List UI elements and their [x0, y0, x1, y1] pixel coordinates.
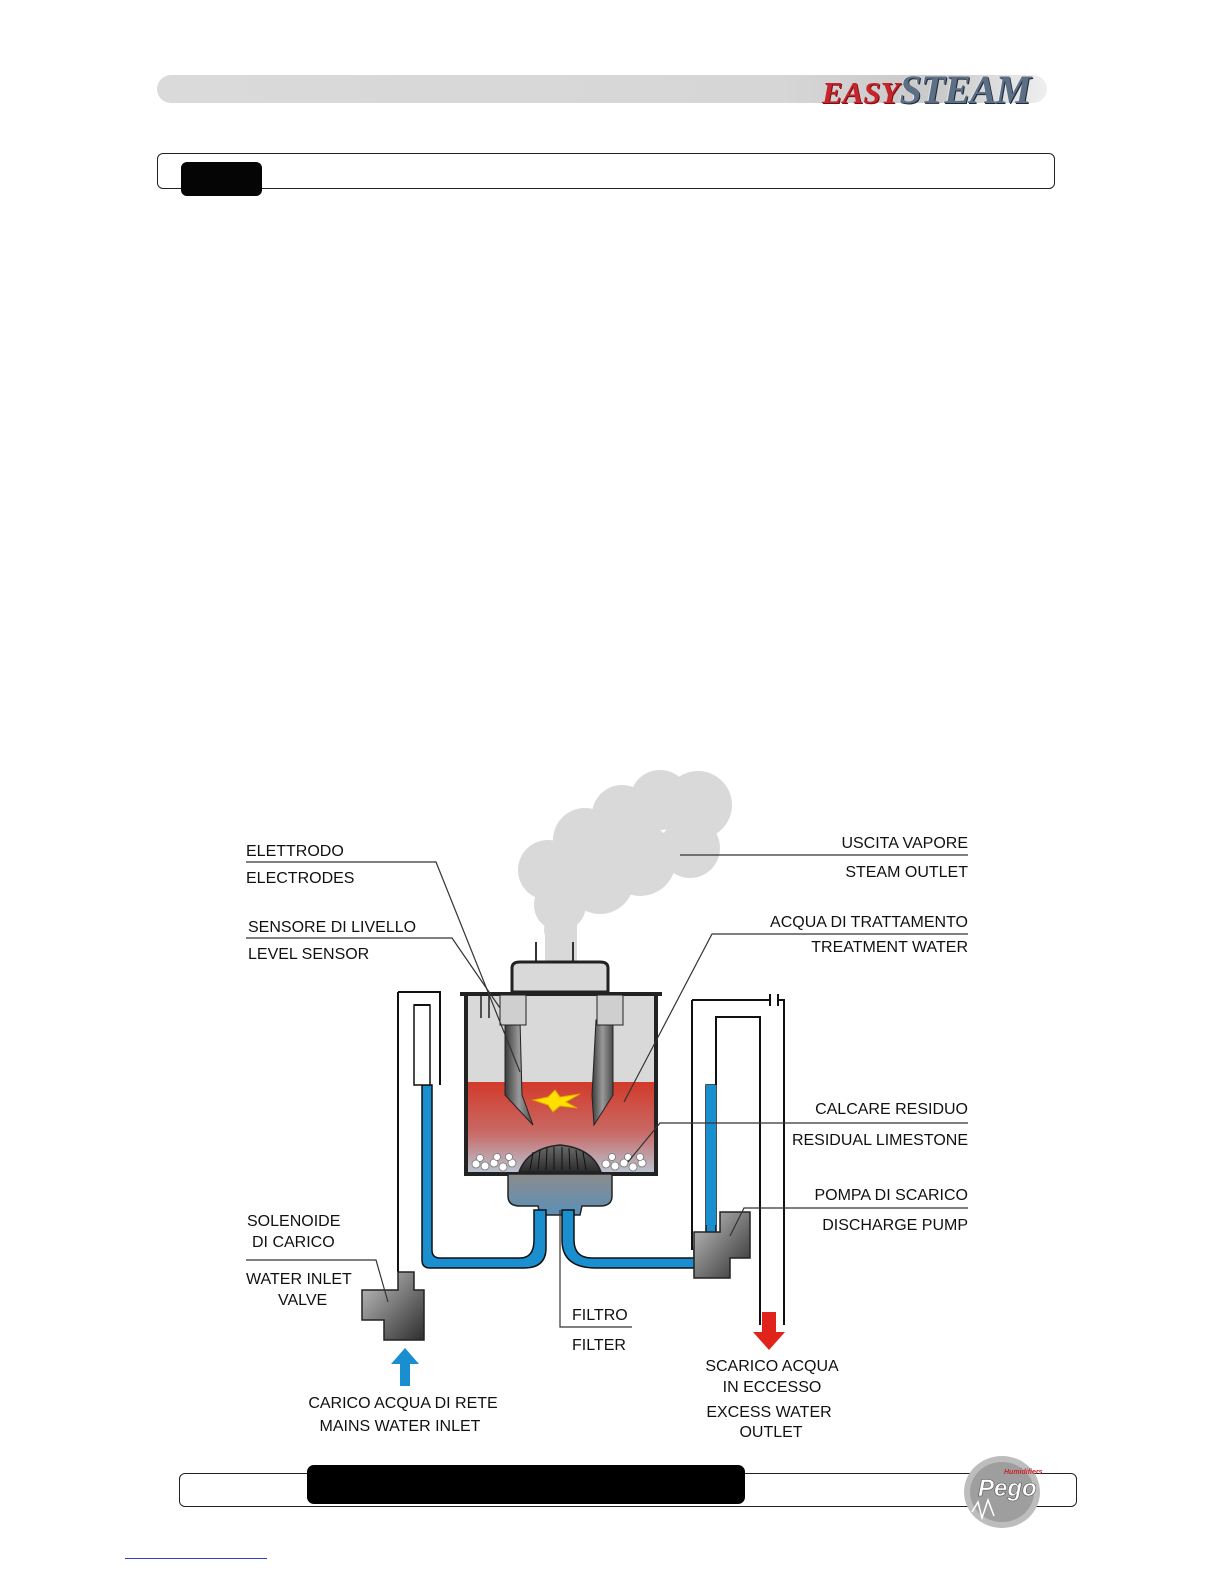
label-pump-it: POMPA DI SCARICO — [814, 1187, 968, 1204]
discharge-pump — [693, 1211, 751, 1279]
label-excess-outlet-en-2: OUTLET — [739, 1424, 802, 1441]
label-pump-en: DISCHARGE PUMP — [822, 1217, 968, 1234]
label-excess-outlet-it-1: SCARICO ACQUA — [705, 1358, 839, 1375]
footer-link-underline — [125, 1558, 267, 1559]
label-excess-outlet-it-2: IN ECCESSO — [723, 1379, 822, 1396]
brand-easy: EASY — [822, 75, 900, 110]
label-filter-it: FILTRO — [572, 1307, 628, 1324]
level-sensor — [480, 996, 490, 1018]
label-level-sensor-en: LEVEL SENSOR — [248, 946, 369, 963]
boiler-cap — [510, 960, 610, 994]
drain-housing — [507, 1173, 613, 1216]
residual-limestone — [471, 1153, 647, 1172]
label-solenoid-it-2: DI CARICO — [252, 1234, 335, 1251]
label-electrode-it: ELETTRODO — [246, 843, 344, 860]
easysteam-logo: EASYSTEAM — [822, 66, 1031, 112]
electrodes — [499, 994, 624, 1127]
label-treatment-water-it: ACQUA DI TRATTAMENTO — [770, 914, 968, 931]
electric-spark-icon — [531, 1089, 581, 1113]
label-limestone-it: CALCARE RESIDUO — [815, 1101, 968, 1118]
label-limestone-en: RESIDUAL LIMESTONE — [792, 1132, 968, 1149]
brand-steam: STEAM — [899, 67, 1032, 112]
label-electrode-en: ELECTRODES — [246, 870, 354, 887]
water-inlet-valve — [361, 1271, 425, 1341]
label-inlet-valve-en-1: WATER INLET — [246, 1271, 352, 1288]
label-level-sensor-it: SENSORE DI LIVELLO — [248, 919, 416, 936]
label-steam-outlet-en: STEAM OUTLET — [845, 864, 968, 881]
pego-logo-small: Humidifiers — [1004, 1469, 1043, 1476]
header-band — [157, 75, 1047, 103]
label-excess-outlet-en-1: EXCESS WATER — [706, 1404, 831, 1421]
label-filter-en: FILTER — [572, 1337, 626, 1354]
label-treatment-water-en: TREATMENT WATER — [811, 939, 968, 956]
label-mains-inlet-it: CARICO ACQUA DI RETE — [308, 1395, 497, 1412]
label-solenoid-it-1: SOLENOIDE — [247, 1213, 340, 1230]
steam-cloud — [518, 770, 732, 970]
section-number-tab — [181, 162, 262, 196]
section-title-frame — [157, 153, 1055, 189]
pego-logo-main: Pego — [978, 1475, 1037, 1502]
pego-logo: Humidifiers Pego — [964, 1456, 1043, 1528]
label-mains-inlet-en: MAINS WATER INLET — [320, 1418, 481, 1435]
footer-title-tab — [307, 1465, 745, 1504]
inlet-water-pipe — [397, 991, 547, 1272]
filter — [517, 1144, 603, 1173]
excess-outlet-arrow-icon — [753, 1312, 785, 1350]
label-inlet-valve-en-2: VALVE — [278, 1292, 327, 1309]
label-steam-outlet-it: USCITA VAPORE — [841, 835, 968, 852]
leader-lines — [246, 854, 968, 1328]
mains-inlet-arrow-icon — [391, 1348, 419, 1386]
